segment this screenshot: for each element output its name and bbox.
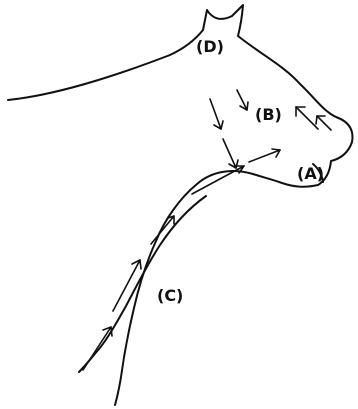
label-b: (B) (255, 105, 282, 124)
a-arrow-1 (295, 106, 319, 130)
jaw-mark (312, 163, 324, 183)
neck-arrow-group (82, 148, 281, 371)
b-arrow-1-head (239, 101, 249, 111)
neck-arrow-5 (248, 149, 281, 163)
a-arrow-2-head (315, 115, 326, 125)
b-arrow-3-head (228, 159, 239, 169)
b-arrow-2-head (213, 120, 224, 130)
a-arrow-1-head (295, 106, 306, 117)
neck-arrow-1-head (102, 326, 113, 337)
neck-arrow-4-head (234, 165, 245, 174)
label-c: (C) (157, 286, 183, 305)
neck-arrow-1 (82, 326, 112, 371)
b-arrow-3 (222, 138, 237, 169)
a-arrow-group (295, 106, 332, 131)
label-d: (D) (196, 37, 224, 56)
neck-arrow-3-head (167, 215, 175, 225)
neck-arrow-5-head (271, 148, 281, 158)
a-arrow-2 (316, 115, 332, 131)
neck-arrow-4 (191, 165, 245, 195)
neck-arrow-3 (150, 215, 175, 245)
neck-arrow-2-head (131, 259, 142, 270)
b-arrow-2 (209, 98, 222, 130)
b-arrow-group (209, 89, 249, 169)
b-arrow-1 (236, 89, 248, 111)
head-back-outline (7, 4, 354, 188)
neck-lower-outline (78, 195, 207, 373)
label-a: (A) (297, 164, 324, 183)
neck-arrow-2 (112, 259, 141, 312)
